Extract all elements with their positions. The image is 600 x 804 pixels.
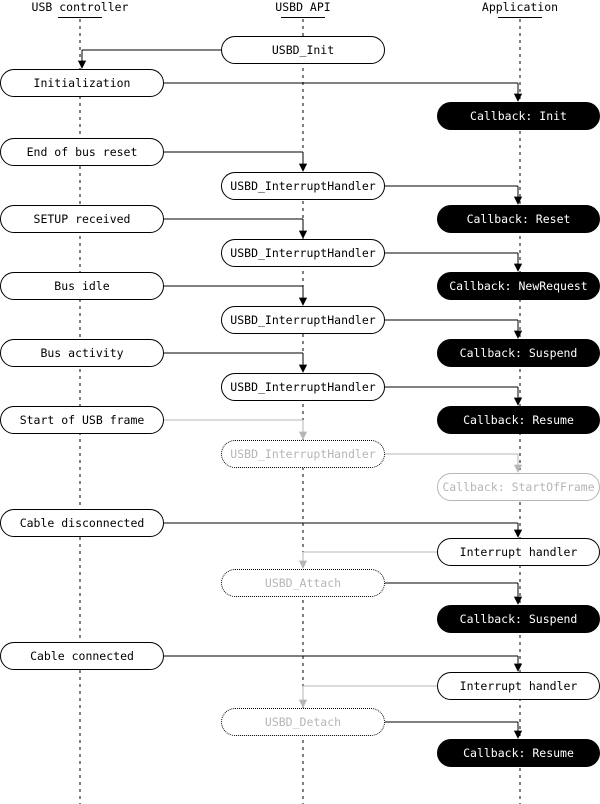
lifeline-header-usb-controller: USB controller: [31, 0, 129, 14]
node-callback-suspend2[interactable]: Callback: Suspend: [437, 605, 600, 633]
node-cable-connected[interactable]: Cable connected: [0, 642, 164, 670]
node-isr-5-ghost[interactable]: USBD_InterruptHandler: [221, 440, 385, 468]
node-usbd-init[interactable]: USBD_Init: [221, 36, 385, 64]
node-end-of-bus-reset[interactable]: End of bus reset: [0, 138, 164, 166]
node-usbd-detach[interactable]: USBD_Detach: [221, 708, 385, 736]
node-irq-handler-2[interactable]: Interrupt handler: [437, 672, 600, 700]
lifeline-header-application: Application: [481, 0, 559, 14]
node-usbd-attach[interactable]: USBD_Attach: [221, 569, 385, 597]
node-irq-handler-1[interactable]: Interrupt handler: [437, 538, 600, 566]
node-callback-suspend1[interactable]: Callback: Suspend: [437, 339, 600, 367]
node-isr-1[interactable]: USBD_InterruptHandler: [221, 172, 385, 200]
node-callback-reset[interactable]: Callback: Reset: [437, 205, 600, 233]
node-isr-4[interactable]: USBD_InterruptHandler: [221, 373, 385, 401]
node-bus-idle[interactable]: Bus idle: [0, 272, 164, 300]
node-setup-received[interactable]: SETUP received: [0, 205, 164, 233]
node-initialization[interactable]: Initialization: [0, 69, 164, 97]
node-callback-sof[interactable]: Callback: StartOfFrame: [437, 473, 600, 501]
lifeline-header-usbd-api: USBD API: [275, 0, 331, 14]
node-callback-newreq[interactable]: Callback: NewRequest: [437, 272, 600, 300]
node-bus-activity[interactable]: Bus activity: [0, 339, 164, 367]
node-callback-init[interactable]: Callback: Init: [437, 102, 600, 130]
node-isr-3[interactable]: USBD_InterruptHandler: [221, 306, 385, 334]
node-start-of-frame[interactable]: Start of USB frame: [0, 406, 164, 434]
node-isr-2[interactable]: USBD_InterruptHandler: [221, 239, 385, 267]
node-cable-disconnect[interactable]: Cable disconnected: [0, 509, 164, 537]
node-callback-resume2[interactable]: Callback: Resume: [437, 739, 600, 767]
node-callback-resume1[interactable]: Callback: Resume: [437, 406, 600, 434]
